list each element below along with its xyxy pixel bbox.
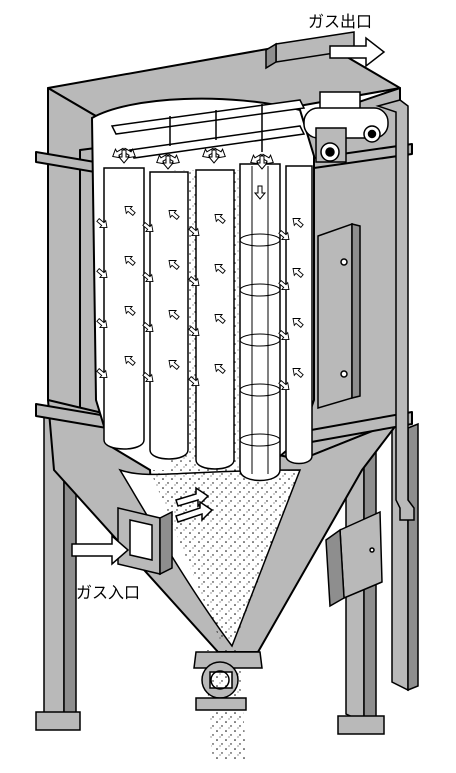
control-box: [325, 510, 383, 608]
rotary-discharge-valve: [193, 651, 263, 711]
big-flow-arrows: [71, 36, 386, 566]
pulse-valve-motor: [303, 91, 415, 521]
filter-bags: [103, 163, 313, 482]
gas-inlet-label: ガス入口: [76, 583, 141, 602]
outlet-arrow-icon: [329, 36, 386, 68]
hopper-flow-arrow-icon: [175, 500, 214, 523]
gas-outlet-label: ガス出口: [308, 12, 373, 31]
inspection-door: [317, 222, 361, 410]
inlet-arrow-icon: [71, 534, 130, 566]
gas-inlet-duct: [117, 507, 173, 576]
